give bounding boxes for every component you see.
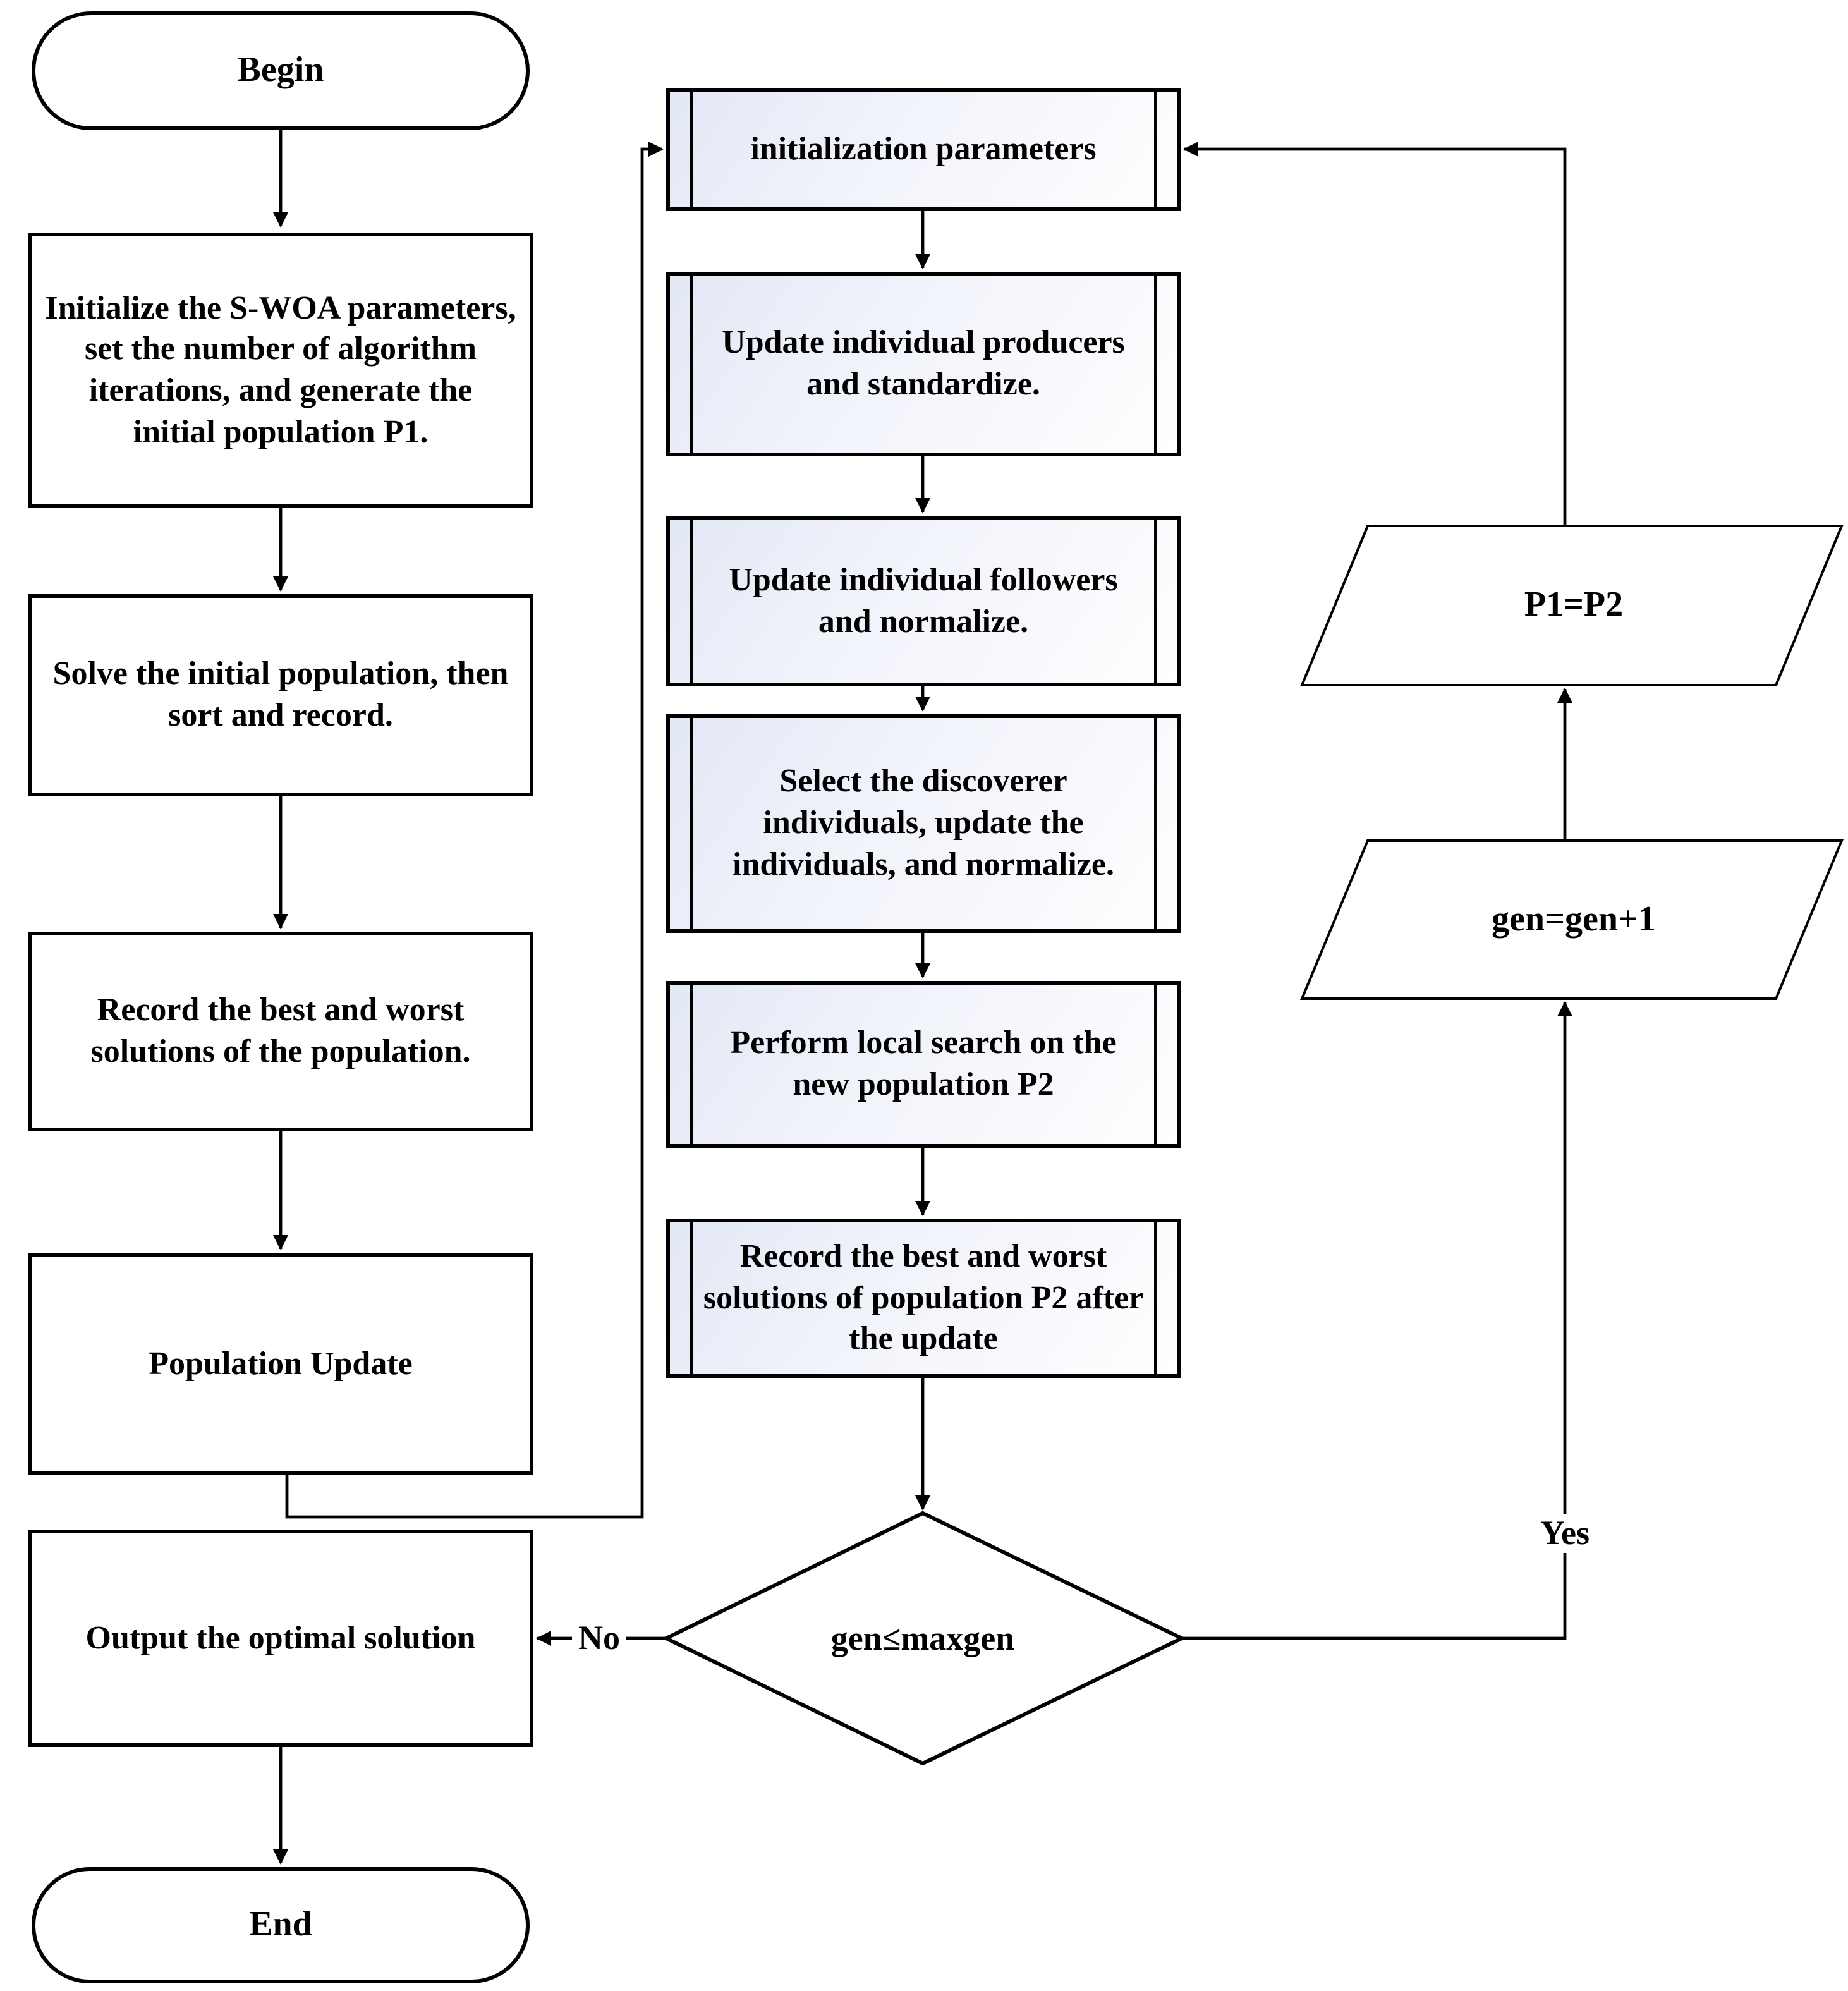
subroutine-side-bar-right	[1154, 1222, 1157, 1374]
subroutine-side-bar-left	[690, 92, 693, 207]
subroutine-side-bar-left	[690, 1222, 693, 1374]
subroutine-side-bar-right	[1154, 520, 1157, 683]
subroutine-record-p2: Record the best and worst solutions of p…	[666, 1219, 1181, 1378]
terminator-begin: Begin	[32, 11, 530, 130]
subroutine-local-search: Perform local search on the new populati…	[666, 981, 1181, 1148]
data-gen-increment-label: gen=gen+1	[1492, 899, 1656, 939]
process-record-initial: Record the best and worst solutions of t…	[28, 932, 533, 1131]
subroutine-select-discoverer-label: Select the discoverer individuals, updat…	[733, 762, 1114, 882]
process-output: Output the optimal solution	[28, 1530, 533, 1747]
subroutine-init-params: initialization parameters	[666, 88, 1181, 211]
subroutine-side-bar-right	[1154, 985, 1157, 1144]
process-solve: Solve the initial population, then sort …	[28, 594, 533, 796]
subroutine-update-producers-label: Update individual producers and standard…	[722, 324, 1125, 403]
subroutine-init-params-label: initialization parameters	[750, 130, 1097, 167]
subroutine-record-p2-label: Record the best and worst solutions of p…	[703, 1237, 1144, 1357]
process-initialize: Initialize the S-WOA parameters, set the…	[28, 233, 533, 508]
subroutine-side-bar-right	[1154, 718, 1157, 929]
subroutine-select-discoverer: Select the discoverer individuals, updat…	[666, 714, 1181, 933]
subroutine-side-bar-left	[690, 985, 693, 1144]
edge-p1p2-init-params-loop	[1183, 142, 1567, 526]
subroutine-side-bar-left	[690, 718, 693, 929]
subroutine-side-bar-right	[1154, 92, 1157, 207]
edge-yes-label: Yes	[1534, 1514, 1596, 1553]
subroutine-update-followers-label: Update individual followers and normaliz…	[729, 561, 1118, 640]
terminator-end: End	[32, 1867, 530, 1983]
subroutine-side-bar-left	[690, 520, 693, 683]
subroutine-local-search-label: Perform local search on the new populati…	[730, 1024, 1117, 1103]
decision-diamond-shape	[662, 1511, 1186, 1766]
subroutine-side-bar-right	[1154, 276, 1157, 453]
data-p1p2-label: P1=P2	[1524, 585, 1624, 624]
edge-decision-yes-gen-increment	[1182, 1001, 1572, 1640]
p1p2-parallelogram-shape	[1300, 525, 1844, 686]
subroutine-update-producers: Update individual producers and standard…	[666, 272, 1181, 456]
edge-no-label: No	[572, 1619, 626, 1658]
process-population-update: Population Update	[28, 1253, 533, 1475]
decision-gen-maxgen-label: gen≤maxgen	[830, 1619, 1015, 1657]
subroutine-side-bar-left	[690, 276, 693, 453]
gen-increment-parallelogram-shape	[1300, 839, 1844, 1000]
edge-population-update-init-params-loop	[285, 142, 664, 1519]
subroutine-update-followers: Update individual followers and normaliz…	[666, 516, 1181, 686]
